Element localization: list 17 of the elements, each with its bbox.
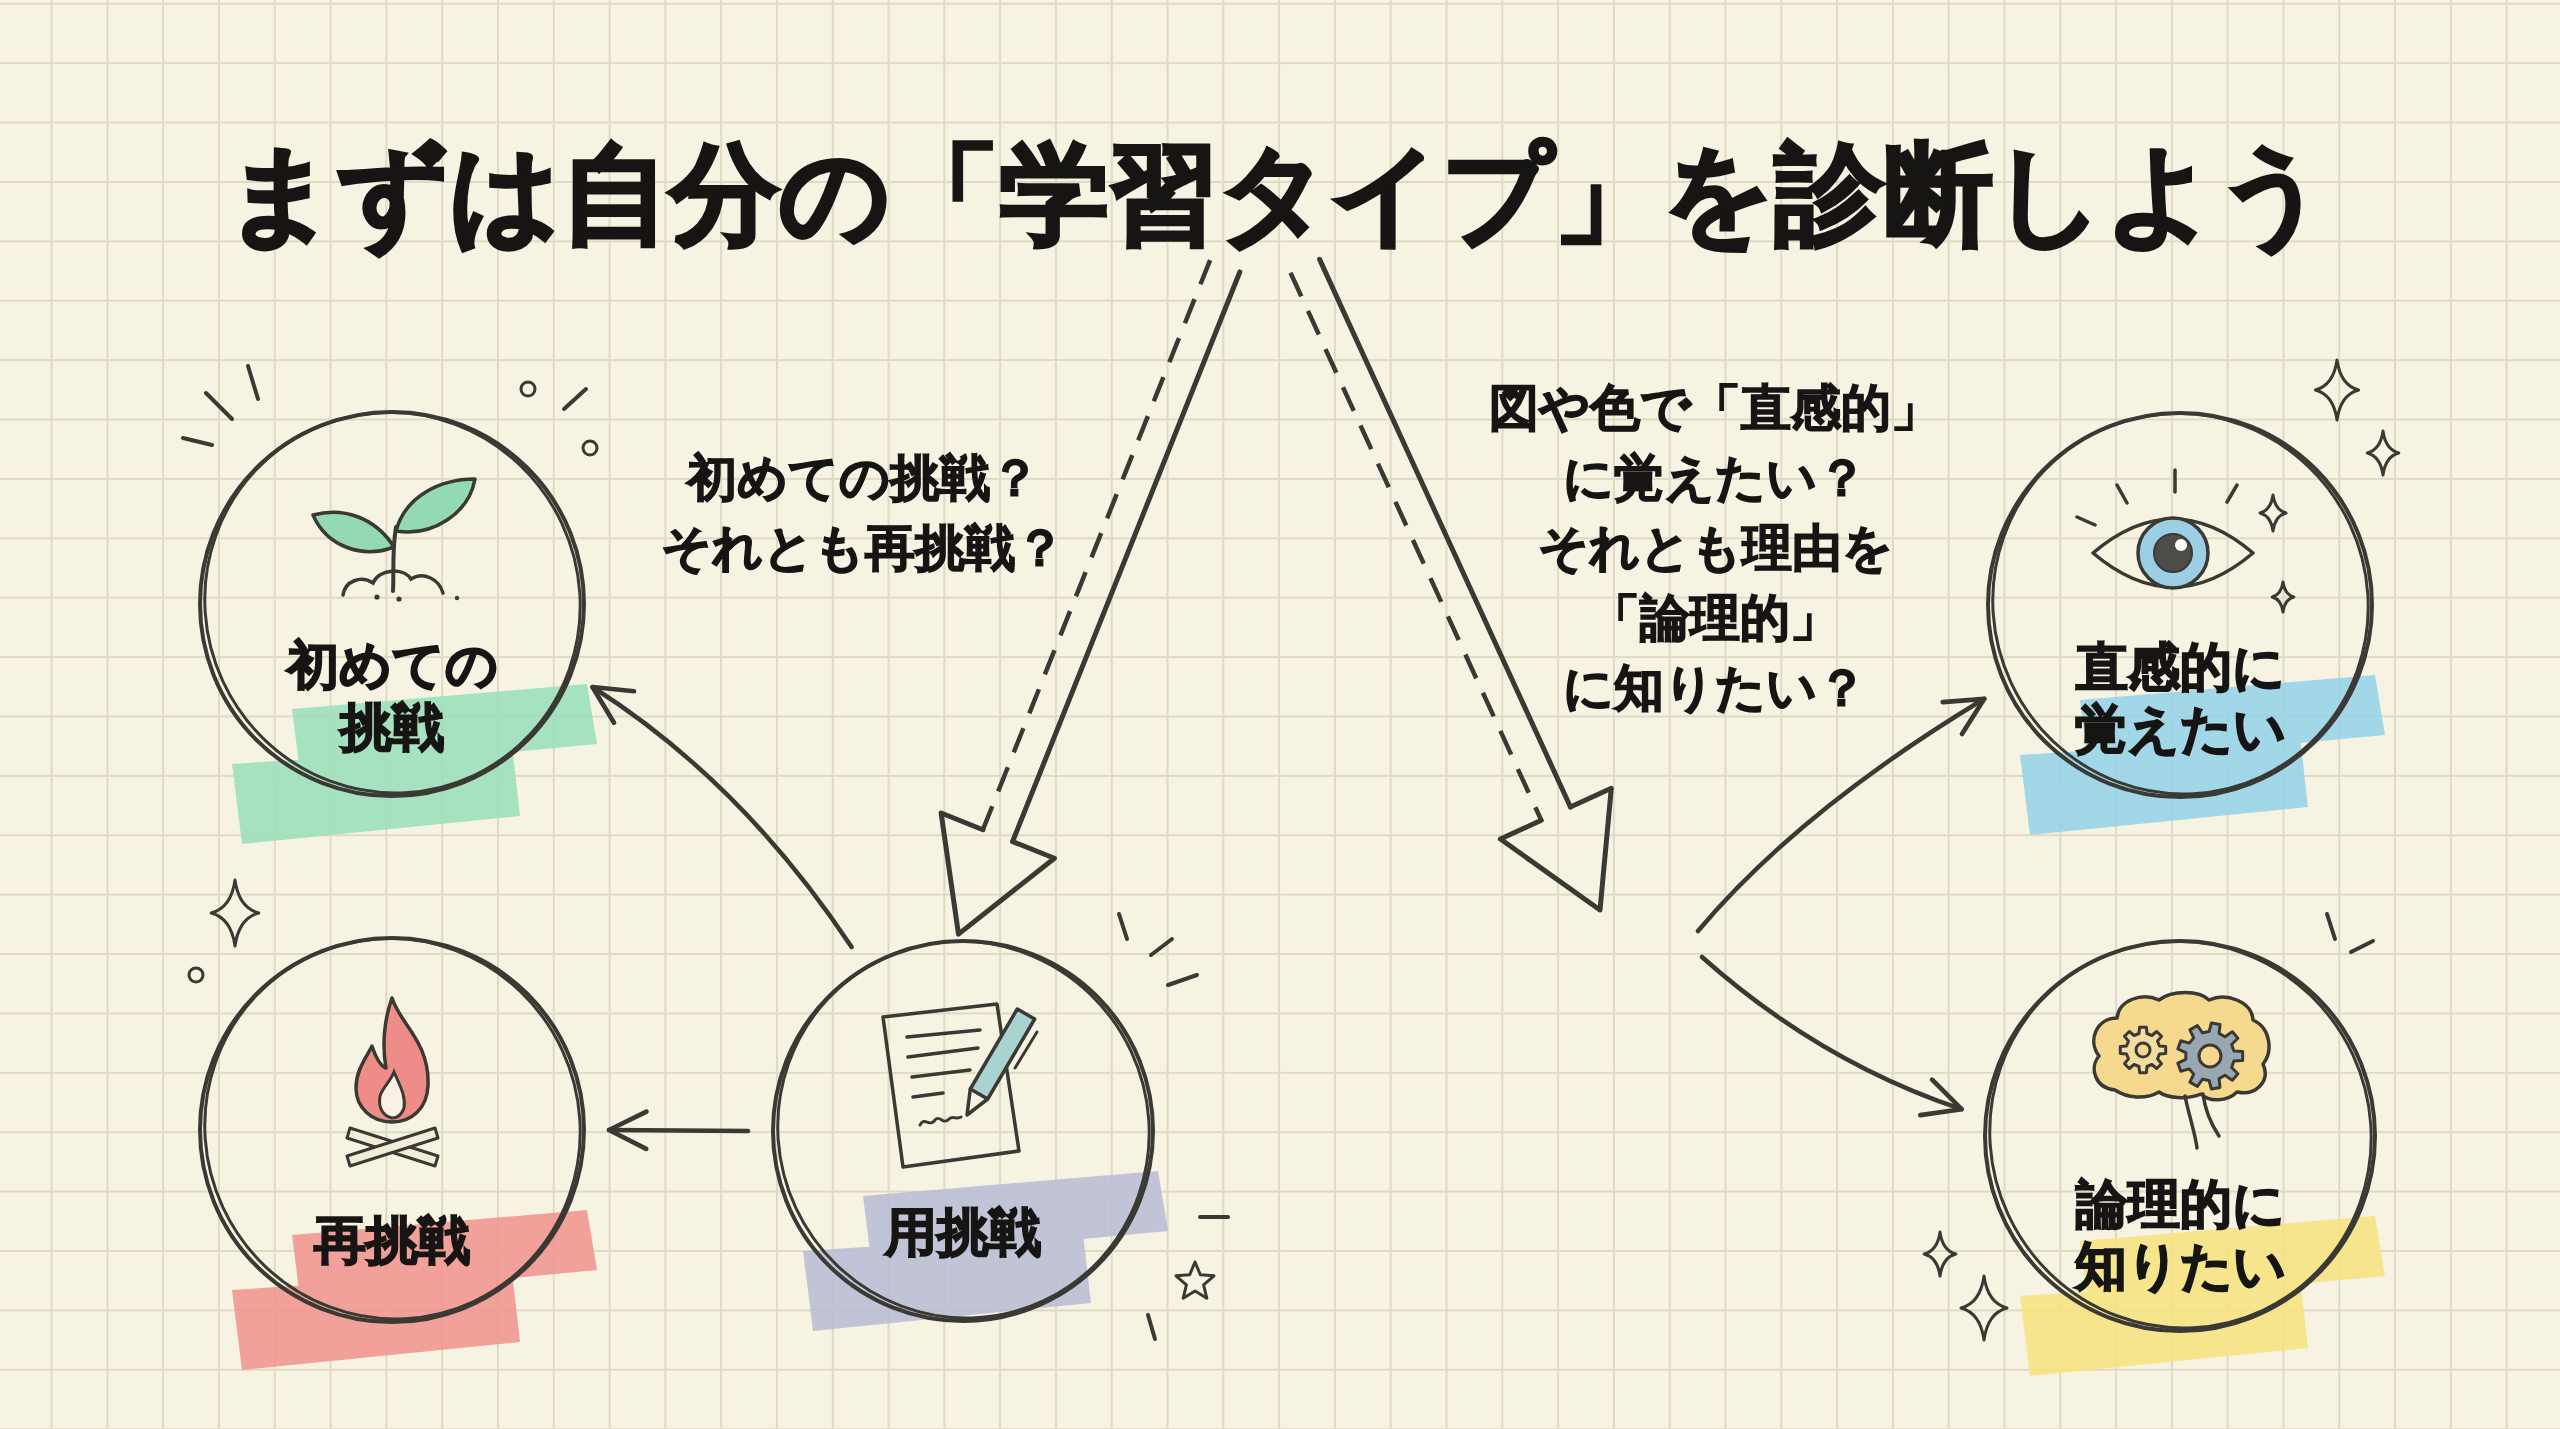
node-label: 論理的に知りたい	[2073, 1173, 2287, 1297]
circle-node	[197, 935, 587, 1325]
node-label: 直感的に覚えたい	[2073, 636, 2287, 760]
node-label: 用挑戦	[885, 1201, 1041, 1263]
question-text: 初めての挑戦？それとも再挑戦？	[660, 448, 1066, 579]
arrow	[1699, 954, 1964, 1117]
circle-node	[1985, 410, 2375, 800]
node-label: 初めての挑戦	[285, 634, 499, 758]
title-text: まずは自分の「学習タイプ」を診断しよう	[225, 133, 2329, 257]
arrow	[1695, 696, 1987, 934]
arrow	[606, 1109, 751, 1152]
circle-node	[1982, 938, 2378, 1334]
circle-node	[197, 409, 587, 799]
question-text: 図や色で「直感的」に覚えたい？それとも理由を「論理的」に知りたい？	[1488, 378, 1942, 719]
node-label: 再挑戦	[314, 1209, 470, 1271]
circle-node	[770, 938, 1156, 1324]
arrow	[590, 684, 854, 950]
